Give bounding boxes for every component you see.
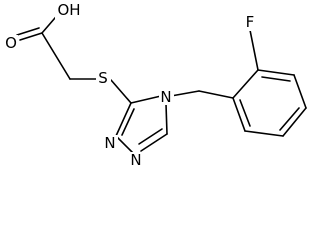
bond-b3-b4: [293, 74, 307, 109]
bond-n2-c3-a: [115, 102, 132, 137]
bond-b4-b5: [282, 107, 307, 137]
bond-b2-b3: [257, 69, 295, 76]
bond-s-c3: [110, 79, 132, 104]
atom-triazole-n4: N: [160, 88, 171, 106]
bond-n4-c5: [165, 103, 168, 135]
bond-c1-ch2: [41, 32, 71, 80]
bond-n4-ch2: [170, 90, 200, 97]
atom-hydroxyl-oxygen: OH: [57, 1, 80, 19]
bond-c1-o-double-a: [19, 32, 43, 41]
atom-triazole-n1: N: [130, 151, 141, 169]
atom-labels: OH O S N N N F: [4, 1, 257, 169]
atom-triazole-n2: N: [104, 134, 115, 152]
atom-carbonyl-oxygen: O: [5, 34, 17, 52]
bond-b6-b1: [232, 97, 246, 132]
bond-c1-o-double-b: [16, 27, 40, 36]
bond-n2-c3-b: [121, 108, 135, 136]
bond-b6-b1-inner: [239, 99, 251, 127]
atom-sulfur: S: [98, 69, 108, 87]
bond-c5-n1-a: [140, 133, 168, 152]
bond-ch2-c1prime: [198, 90, 234, 99]
bond-b5-b6: [244, 130, 284, 137]
bond-b2-f: [249, 29, 259, 71]
bond-b4-b5-inner: [279, 107, 300, 131]
bond-b1-b2: [232, 69, 259, 99]
bond-b2-b3-inner: [261, 76, 291, 82]
bonds: [16, 10, 307, 156]
atom-fluorine: F: [246, 13, 255, 31]
bond-c5-n1-b: [138, 128, 163, 145]
bond-n1-n2: [115, 135, 136, 156]
bond-c3-n4: [130, 95, 162, 104]
structure-diagram: OH O S N N N F: [4, 1, 307, 169]
